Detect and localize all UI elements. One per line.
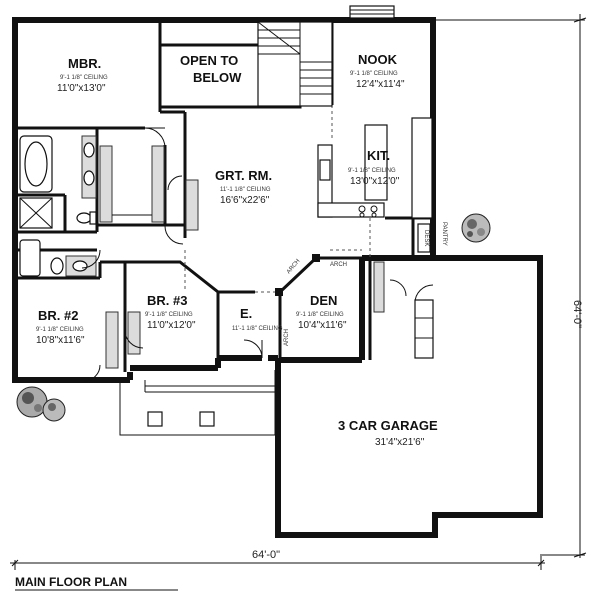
doors: [81, 127, 434, 382]
plan-title: MAIN FLOOR PLAN: [15, 575, 127, 589]
kit-ceiling: 9'-1 1/8" CEILING: [348, 168, 396, 174]
den-ceiling: 9'-1 1/8" CEILING: [296, 312, 344, 318]
dimension-right: [436, 14, 587, 558]
nook-size: 12'4"x11'4": [356, 79, 405, 90]
desk-tag: DESK: [423, 230, 429, 246]
kitchen-counters: [317, 117, 433, 253]
bath-fixtures: [19, 135, 97, 277]
kit-size: 13'0"x12'0": [350, 176, 400, 187]
mbr-name: MBR.: [68, 56, 101, 71]
arch-tag-3: ARCH: [284, 329, 290, 346]
garage-details: [414, 299, 434, 359]
br3-size: 11'0"x12'0": [147, 320, 196, 331]
br3-name: BR. #3: [147, 293, 187, 308]
grt-size: 16'6"x22'6": [220, 195, 270, 206]
entry-ceiling: 11'-1 1/8" CEILING: [232, 326, 283, 332]
pantry-tag: PANTRY: [441, 222, 447, 246]
entry-column: [275, 288, 283, 296]
den-column: [312, 254, 320, 262]
br2-ceiling: 9'-1 1/8" CEILING: [36, 327, 84, 333]
stairs: [257, 21, 333, 107]
garage-name: 3 CAR GARAGE: [338, 418, 438, 433]
shrub-right: [461, 213, 491, 243]
den-name: DEN: [310, 293, 337, 308]
overall-depth-label: 64'-0": [571, 300, 583, 328]
mbr-ceiling: 9'-1 1/8" CEILING: [60, 75, 108, 81]
exterior-walls: [12, 17, 543, 538]
shrub-left: [16, 386, 66, 422]
open-to-line2: BELOW: [193, 70, 242, 85]
garage-size: 31'4"x21'6": [375, 437, 425, 448]
nook-name: NOOK: [358, 52, 398, 67]
br2-name: BR. #2: [38, 308, 78, 323]
br3-ceiling: 9'-1 1/8" CEILING: [145, 312, 193, 318]
nook-ceiling: 9'-1 1/8" CEILING: [350, 71, 398, 77]
chimney: [349, 5, 395, 19]
kit-name: KIT.: [367, 148, 390, 163]
mbr-size: 11'0"x13'0": [57, 83, 106, 94]
open-to-line1: OPEN TO: [180, 53, 238, 68]
arch-tag-2: ARCH: [330, 262, 347, 268]
interior-walls: [15, 20, 433, 372]
overall-width-label: 64'-0": [252, 549, 280, 561]
br2-size: 10'8"x11'6": [36, 335, 85, 346]
grt-ceiling: 11'-1 1/8" CEILING: [220, 187, 271, 193]
dimension-bottom: [10, 556, 545, 570]
closets: [99, 145, 385, 369]
front-porch: [119, 370, 276, 436]
den-size: 10'4"x11'6": [298, 320, 347, 331]
grt-name: GRT. RM.: [215, 168, 272, 183]
entry-name: E.: [240, 306, 252, 321]
